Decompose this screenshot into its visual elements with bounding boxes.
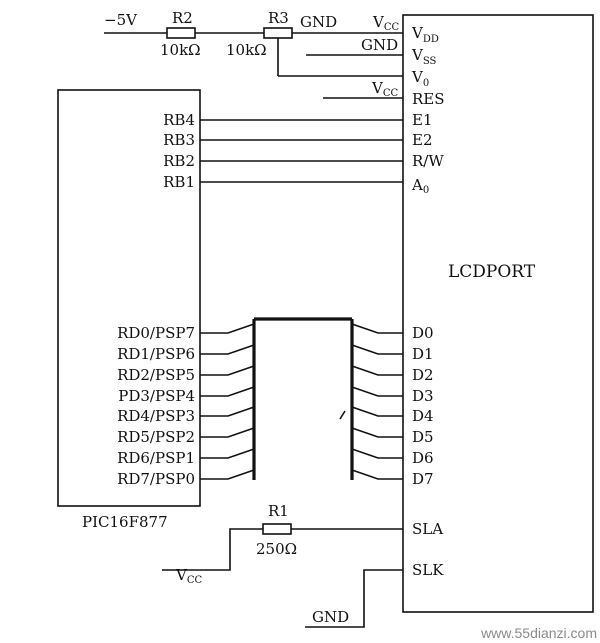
lcd-pin-d3: D3 [412,387,434,405]
pic-pin-rb2: RB2 [163,152,195,170]
lcd-pin-e1: E1 [412,111,433,129]
lcd-pin-e2: E2 [412,131,433,149]
pic-pin-rd6: RD6/PSP1 [117,449,195,467]
gnd-slk-label: GND [312,608,349,626]
lcd-pin-d0: D0 [412,324,434,342]
neg5v-label: −5V [104,11,138,29]
control-bus [200,119,403,183]
r3-value: 10kΩ [226,41,267,59]
vcc-res-label: VCC [371,79,398,99]
lcd-pin-d2: D2 [412,366,434,384]
lcd-pin-v0: V0 [411,68,429,89]
pic-pin-rb3: RB3 [163,131,195,149]
pic-pin-rd4: RD4/PSP3 [117,407,195,425]
r3-name: R3 [268,9,289,27]
lcd-pin-res: RES [412,90,445,108]
gnd-top-label: GND [300,13,337,31]
lcd-pin-d5: D5 [412,428,434,446]
lcd-pin-a0: A0 [411,176,429,196]
pic-pin-rd7: RD7/PSP0 [117,470,195,488]
pic-pin-rd5: RD5/PSP2 [117,428,195,446]
lcd-pin-d4: D4 [412,407,434,425]
lcd-pin-vss: VSS [411,46,437,67]
pic-pin-rb1: RB1 [163,173,195,191]
pic-pin-rb4: RB4 [163,111,195,129]
watermark: www.55dianzi.com [480,625,597,641]
lcd-pin-slk: SLK [412,561,444,579]
gnd-vss-label: GND [361,36,398,54]
r2-name: R2 [172,9,193,27]
r1-resistor [262,523,292,535]
pic-pin-rd0: RD0/PSP7 [117,324,195,342]
r1-name: R1 [268,502,289,520]
r3-resistor [263,27,293,39]
lcd-pin-rw: R/W [412,152,444,170]
pic-pin-rd1: RD1/PSP6 [117,345,195,363]
vcc-top-label: VCC [372,13,399,33]
lcd-name: LCDPORT [448,262,536,282]
pic-pin-rd2: RD2/PSP5 [117,366,195,384]
r1-value: 250Ω [256,540,297,558]
lcd-pin-vdd: VDD [411,24,439,45]
pic-name: PIC16F877 [82,513,168,531]
r2-resistor [166,27,196,39]
pic-pin-pd3: PD3/PSP4 [118,387,195,405]
lcd-pin-d6: D6 [412,449,434,467]
data-bus [200,317,403,480]
lcd-pin-sla: SLA [412,520,443,538]
r2-value: 10kΩ [160,41,201,59]
lcd-pin-d1: D1 [412,345,434,363]
lcd-module [402,14,594,613]
pic-module [57,89,201,507]
lcd-pin-d7: D7 [412,470,434,488]
vcc-r1-label: VCC [175,566,202,586]
